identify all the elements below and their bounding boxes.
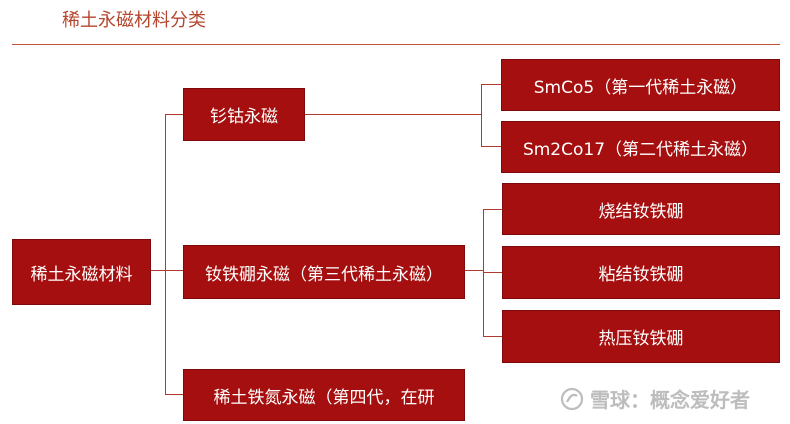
snowball-logo-icon xyxy=(560,387,584,411)
connector-ndfeb-out xyxy=(465,270,483,271)
connector-smco-out xyxy=(305,114,481,115)
connector-ndfeb-vertical xyxy=(483,209,484,337)
node-hotpressed-ndfeb: 热压钕铁硼 xyxy=(502,310,780,363)
node-ndfeb-magnet: 钕铁硼永磁（第三代稀土永磁） xyxy=(183,245,465,299)
connector-to-sm2co17 xyxy=(481,146,501,147)
connector-to-nitride xyxy=(165,394,183,395)
watermark: 雪球：概念爱好者 xyxy=(560,384,750,413)
page-title: 稀土永磁材料分类 xyxy=(62,10,206,31)
connector-to-smco xyxy=(165,114,183,115)
connector-root-out xyxy=(151,270,165,271)
node-bonded-ndfeb: 粘结钕铁硼 xyxy=(502,246,780,299)
connector-smco-vertical xyxy=(481,84,482,146)
connector-to-ndfeb xyxy=(165,270,183,271)
node-smco-magnet: 钐钴永磁 xyxy=(183,88,305,141)
node-sm2co17: Sm2Co17（第二代稀土永磁） xyxy=(501,121,780,173)
root-node: 稀土永磁材料 xyxy=(12,239,151,305)
connector-to-hotpressed xyxy=(483,336,502,337)
connector-to-smco5 xyxy=(481,84,501,85)
watermark-text: 雪球：概念爱好者 xyxy=(590,388,750,412)
node-smco5: SmCo5（第一代稀土永磁） xyxy=(501,59,780,111)
connector-to-bonded xyxy=(483,272,502,273)
node-nitride-magnet: 稀土铁氮永磁（第四代，在研 xyxy=(183,369,465,421)
title-divider xyxy=(12,44,780,45)
node-sintered-ndfeb: 烧结钕铁硼 xyxy=(502,183,780,235)
connector-to-sintered xyxy=(483,209,502,210)
connector-root-vertical xyxy=(165,114,166,395)
